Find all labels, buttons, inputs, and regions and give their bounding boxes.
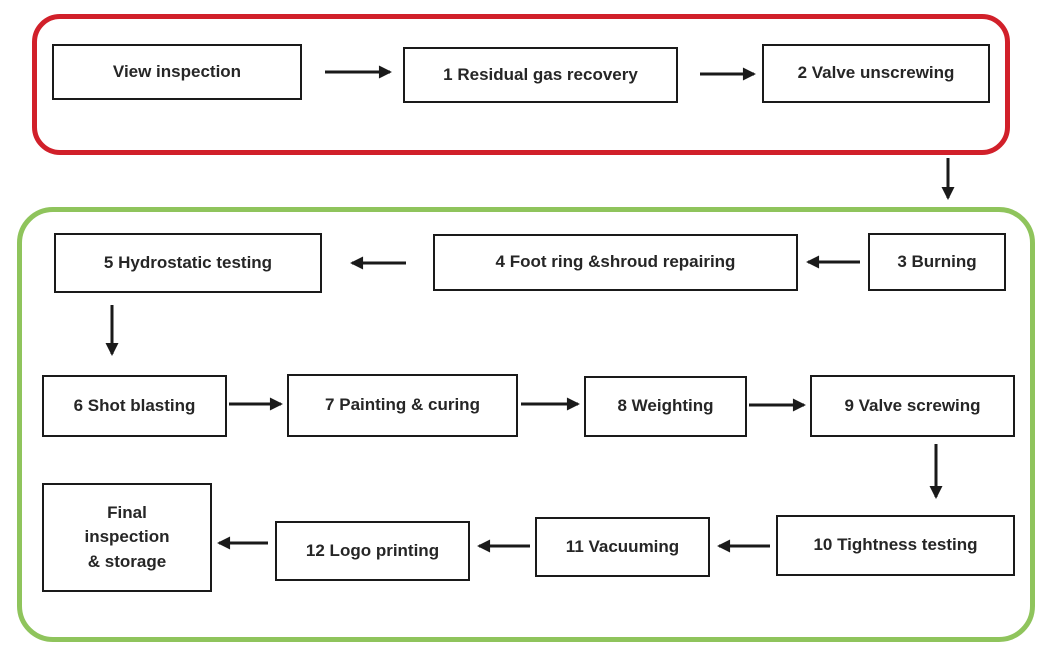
node-label-line: inspection <box>84 527 170 547</box>
node-logo-printing: 12 Logo printing <box>275 521 470 581</box>
node-weighting: 8 Weighting <box>584 376 747 437</box>
node-label-line: & storage <box>87 551 167 571</box>
node-label: 3 Burning <box>897 251 977 271</box>
node-residual-gas-recovery: 1 Residual gas recovery <box>403 47 678 103</box>
node-final-inspection-storage: Final inspection & storage <box>42 483 212 592</box>
node-valve-unscrewing: 2 Valve unscrewing <box>762 44 990 103</box>
node-label: 6 Shot blasting <box>73 395 196 415</box>
node-label: 8 Weighting <box>617 396 714 416</box>
node-label: 11 Vacuuming <box>565 536 680 556</box>
node-tightness-testing: 10 Tightness testing <box>776 515 1015 576</box>
node-painting-curing: 7 Painting & curing <box>287 374 518 437</box>
node-foot-ring-shroud-repairing: 4 Foot ring &shroud repairing <box>433 234 798 291</box>
node-label: 4 Foot ring &shroud repairing <box>495 252 736 272</box>
node-label: 7 Painting & curing <box>325 395 480 415</box>
node-label: 10 Tightness testing <box>813 535 978 555</box>
node-label: Final inspection & storage <box>84 501 169 575</box>
node-label: 12 Logo printing <box>305 540 440 560</box>
node-vacuuming: 11 Vacuuming <box>535 517 710 577</box>
node-label: 1 Residual gas recovery <box>443 64 638 84</box>
node-valve-screwing: 9 Valve screwing <box>810 375 1015 437</box>
node-label: 2 Valve unscrewing <box>797 63 955 83</box>
node-label: View inspection <box>112 61 242 81</box>
node-burning: 3 Burning <box>868 233 1006 291</box>
node-label: 5 Hydrostatic testing <box>103 252 273 272</box>
node-hydrostatic-testing: 5 Hydrostatic testing <box>54 233 322 293</box>
node-label: 9 Valve screwing <box>844 395 981 415</box>
node-shot-blasting: 6 Shot blasting <box>42 375 227 437</box>
node-view-inspection: View inspection <box>52 44 302 100</box>
stage1-group-outline <box>32 14 1010 155</box>
stage2-group-outline <box>17 207 1035 642</box>
node-label-line: Final <box>107 502 147 522</box>
